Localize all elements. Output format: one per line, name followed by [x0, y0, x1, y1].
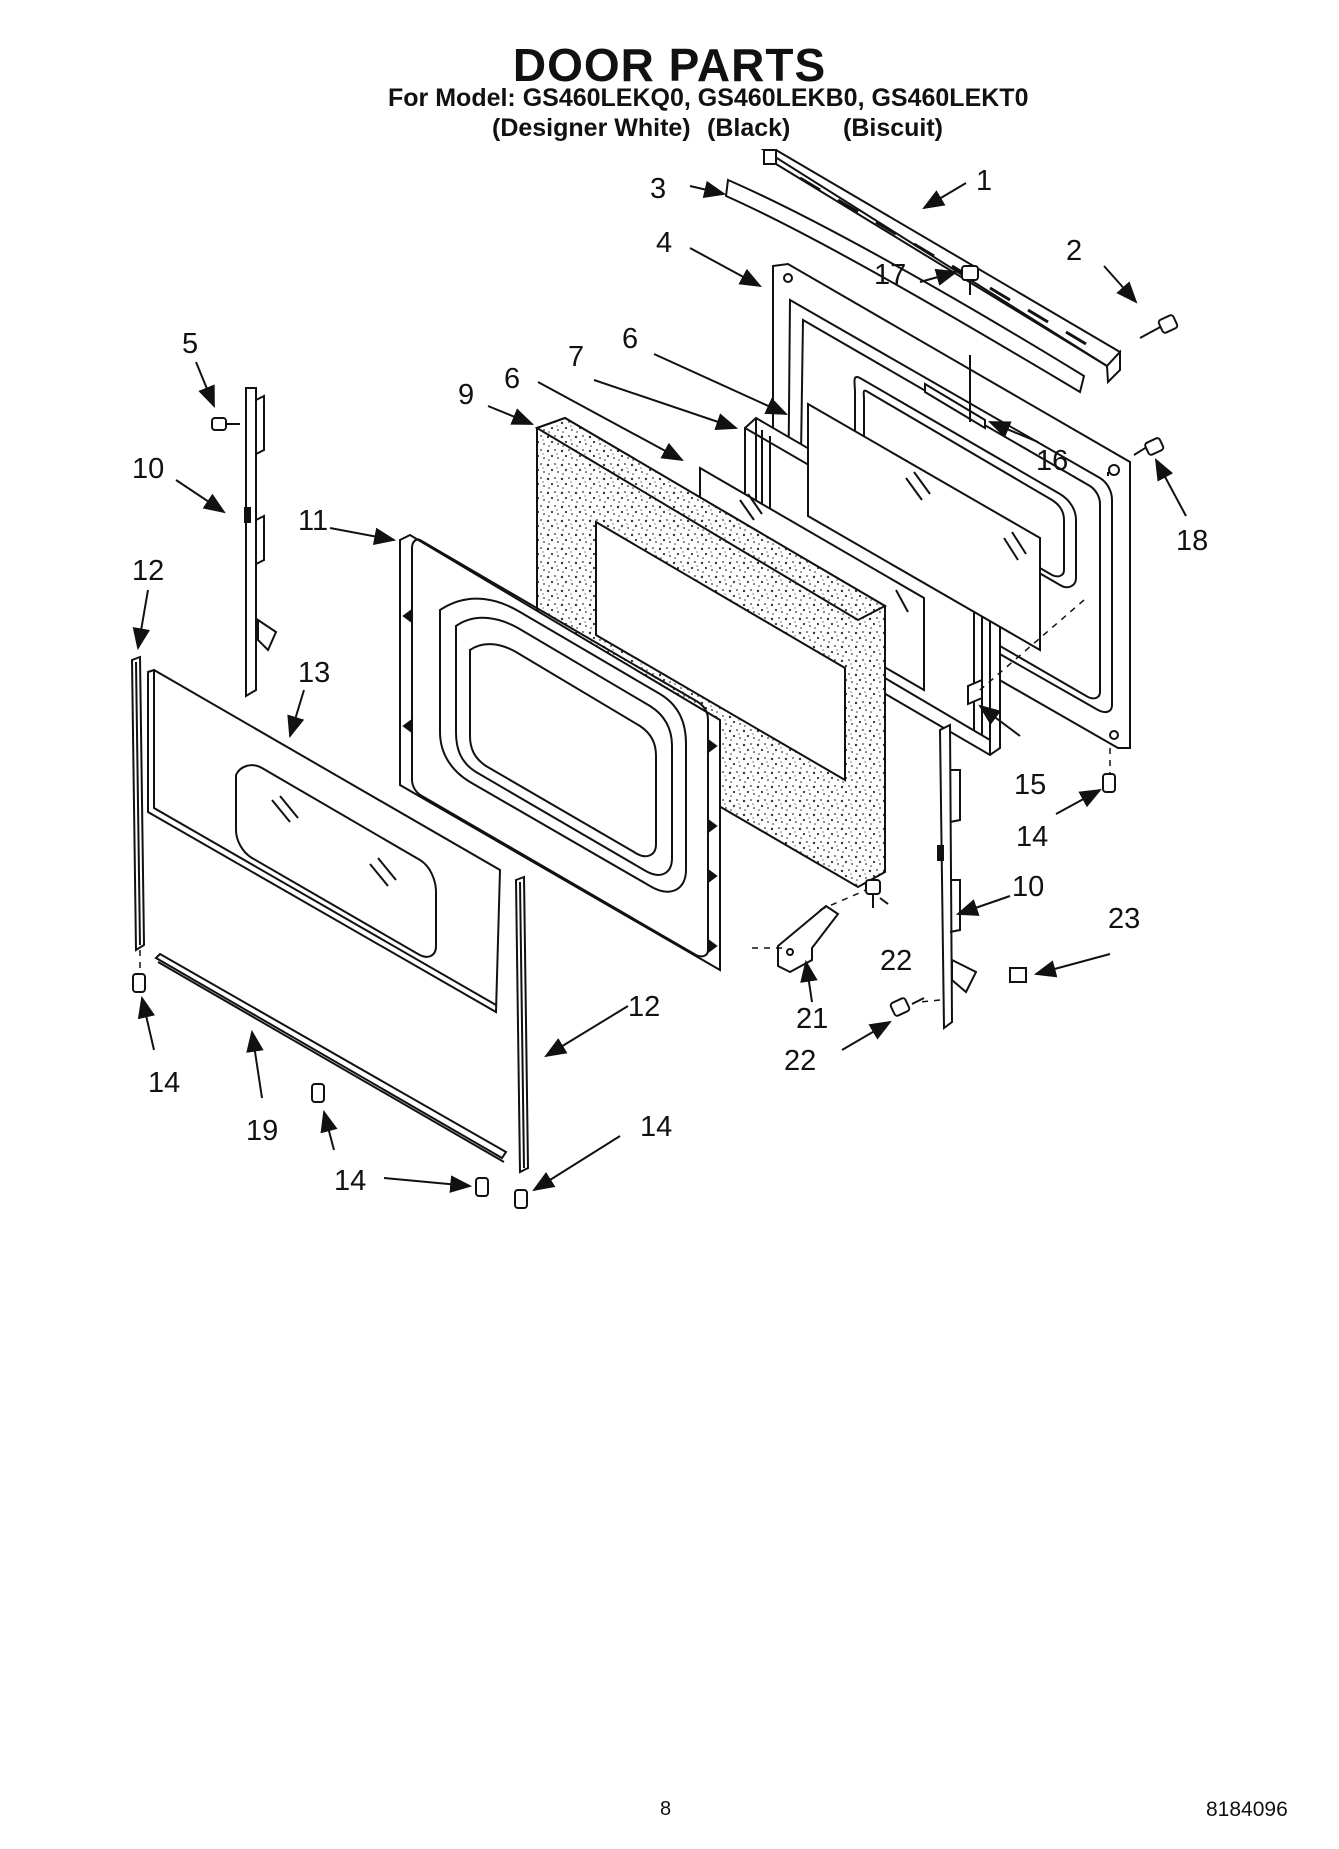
callout-22-upper: 22 [880, 945, 912, 977]
part-screw-22-lower [889, 997, 925, 1017]
callout-10-left: 10 [132, 453, 164, 485]
callout-6-back: 6 [622, 323, 638, 355]
part-screw-17 [961, 265, 979, 295]
part-screw-2 [1139, 314, 1179, 339]
part-side-trim-left [130, 655, 146, 952]
callout-18: 18 [1176, 525, 1208, 557]
part-inner-glass [807, 402, 1041, 652]
part-door-insulation [534, 416, 888, 889]
callout-21: 21 [796, 1003, 828, 1035]
document-number: 8184096 [1206, 1798, 1288, 1821]
part-door-liner [399, 533, 721, 972]
color-designer-white: (Designer White) [492, 114, 691, 142]
callout-22-lower: 22 [784, 1045, 816, 1077]
part-screw-14-bottom-b [514, 1189, 528, 1209]
part-screw-14-right [1102, 773, 1116, 793]
part-screw-14-bottom-a [475, 1177, 489, 1197]
callout-15: 15 [1014, 769, 1046, 801]
part-screw-5 [211, 417, 240, 431]
callout-3: 3 [650, 173, 666, 205]
callout-13: 13 [298, 657, 330, 689]
part-vent-deflector [724, 178, 1086, 394]
assembly-lines [139, 599, 1111, 1003]
part-clip-15 [967, 678, 983, 706]
callout-12-right: 12 [628, 991, 660, 1023]
callout-11: 11 [298, 505, 328, 537]
color-variants: (Designer White) (Black) (Biscuit) [0, 114, 1339, 144]
callout-7: 7 [568, 341, 584, 373]
color-biscuit: (Biscuit) [843, 114, 943, 142]
page-title: DOOR PARTS [512, 39, 827, 91]
part-screw-14-mid [311, 1083, 325, 1103]
part-latch-bracket [924, 355, 986, 430]
callout-17: 17 [874, 259, 906, 291]
part-clip-23 [1009, 967, 1027, 983]
callout-4: 4 [656, 227, 672, 259]
callout-labels: 1 2 3 4 5 6 6 7 9 10 10 11 12 12 13 14 1… [132, 165, 1208, 1197]
callout-23: 23 [1108, 903, 1140, 935]
callout-14-bottom-b: 14 [640, 1111, 672, 1143]
part-hinge-right [937, 723, 978, 1030]
callout-14-right: 14 [1016, 821, 1048, 853]
part-door-vent-trim [760, 149, 1122, 385]
callout-14-left: 14 [148, 1067, 180, 1099]
callout-5: 5 [182, 328, 198, 360]
part-screw-18 [1133, 437, 1165, 456]
callout-12-left: 12 [132, 555, 164, 587]
callout-9: 9 [458, 379, 474, 411]
callout-14-bottom-a: 14 [334, 1165, 366, 1197]
callout-arrows [132, 180, 1187, 1193]
part-bottom-trim [154, 952, 508, 1163]
part-bracket-21 [777, 904, 840, 974]
model-line: For Model: GS460LEKQ0, GS460LEKB0, GS460… [388, 84, 1029, 112]
part-side-trim-right [514, 875, 530, 1174]
page-number: 8 [660, 1798, 672, 1820]
callout-19: 19 [246, 1115, 278, 1147]
part-outer-door-panel [147, 668, 502, 1014]
callout-1: 1 [976, 165, 992, 197]
callout-16: 16 [1036, 445, 1068, 477]
part-screw-14-left [132, 973, 146, 993]
part-screw-22-upper [865, 879, 881, 908]
callout-10-right: 10 [1012, 871, 1044, 903]
callout-2: 2 [1066, 235, 1082, 267]
part-hinge-left [244, 387, 278, 698]
callout-6-front: 6 [504, 363, 520, 395]
color-black: (Black) [707, 114, 791, 142]
